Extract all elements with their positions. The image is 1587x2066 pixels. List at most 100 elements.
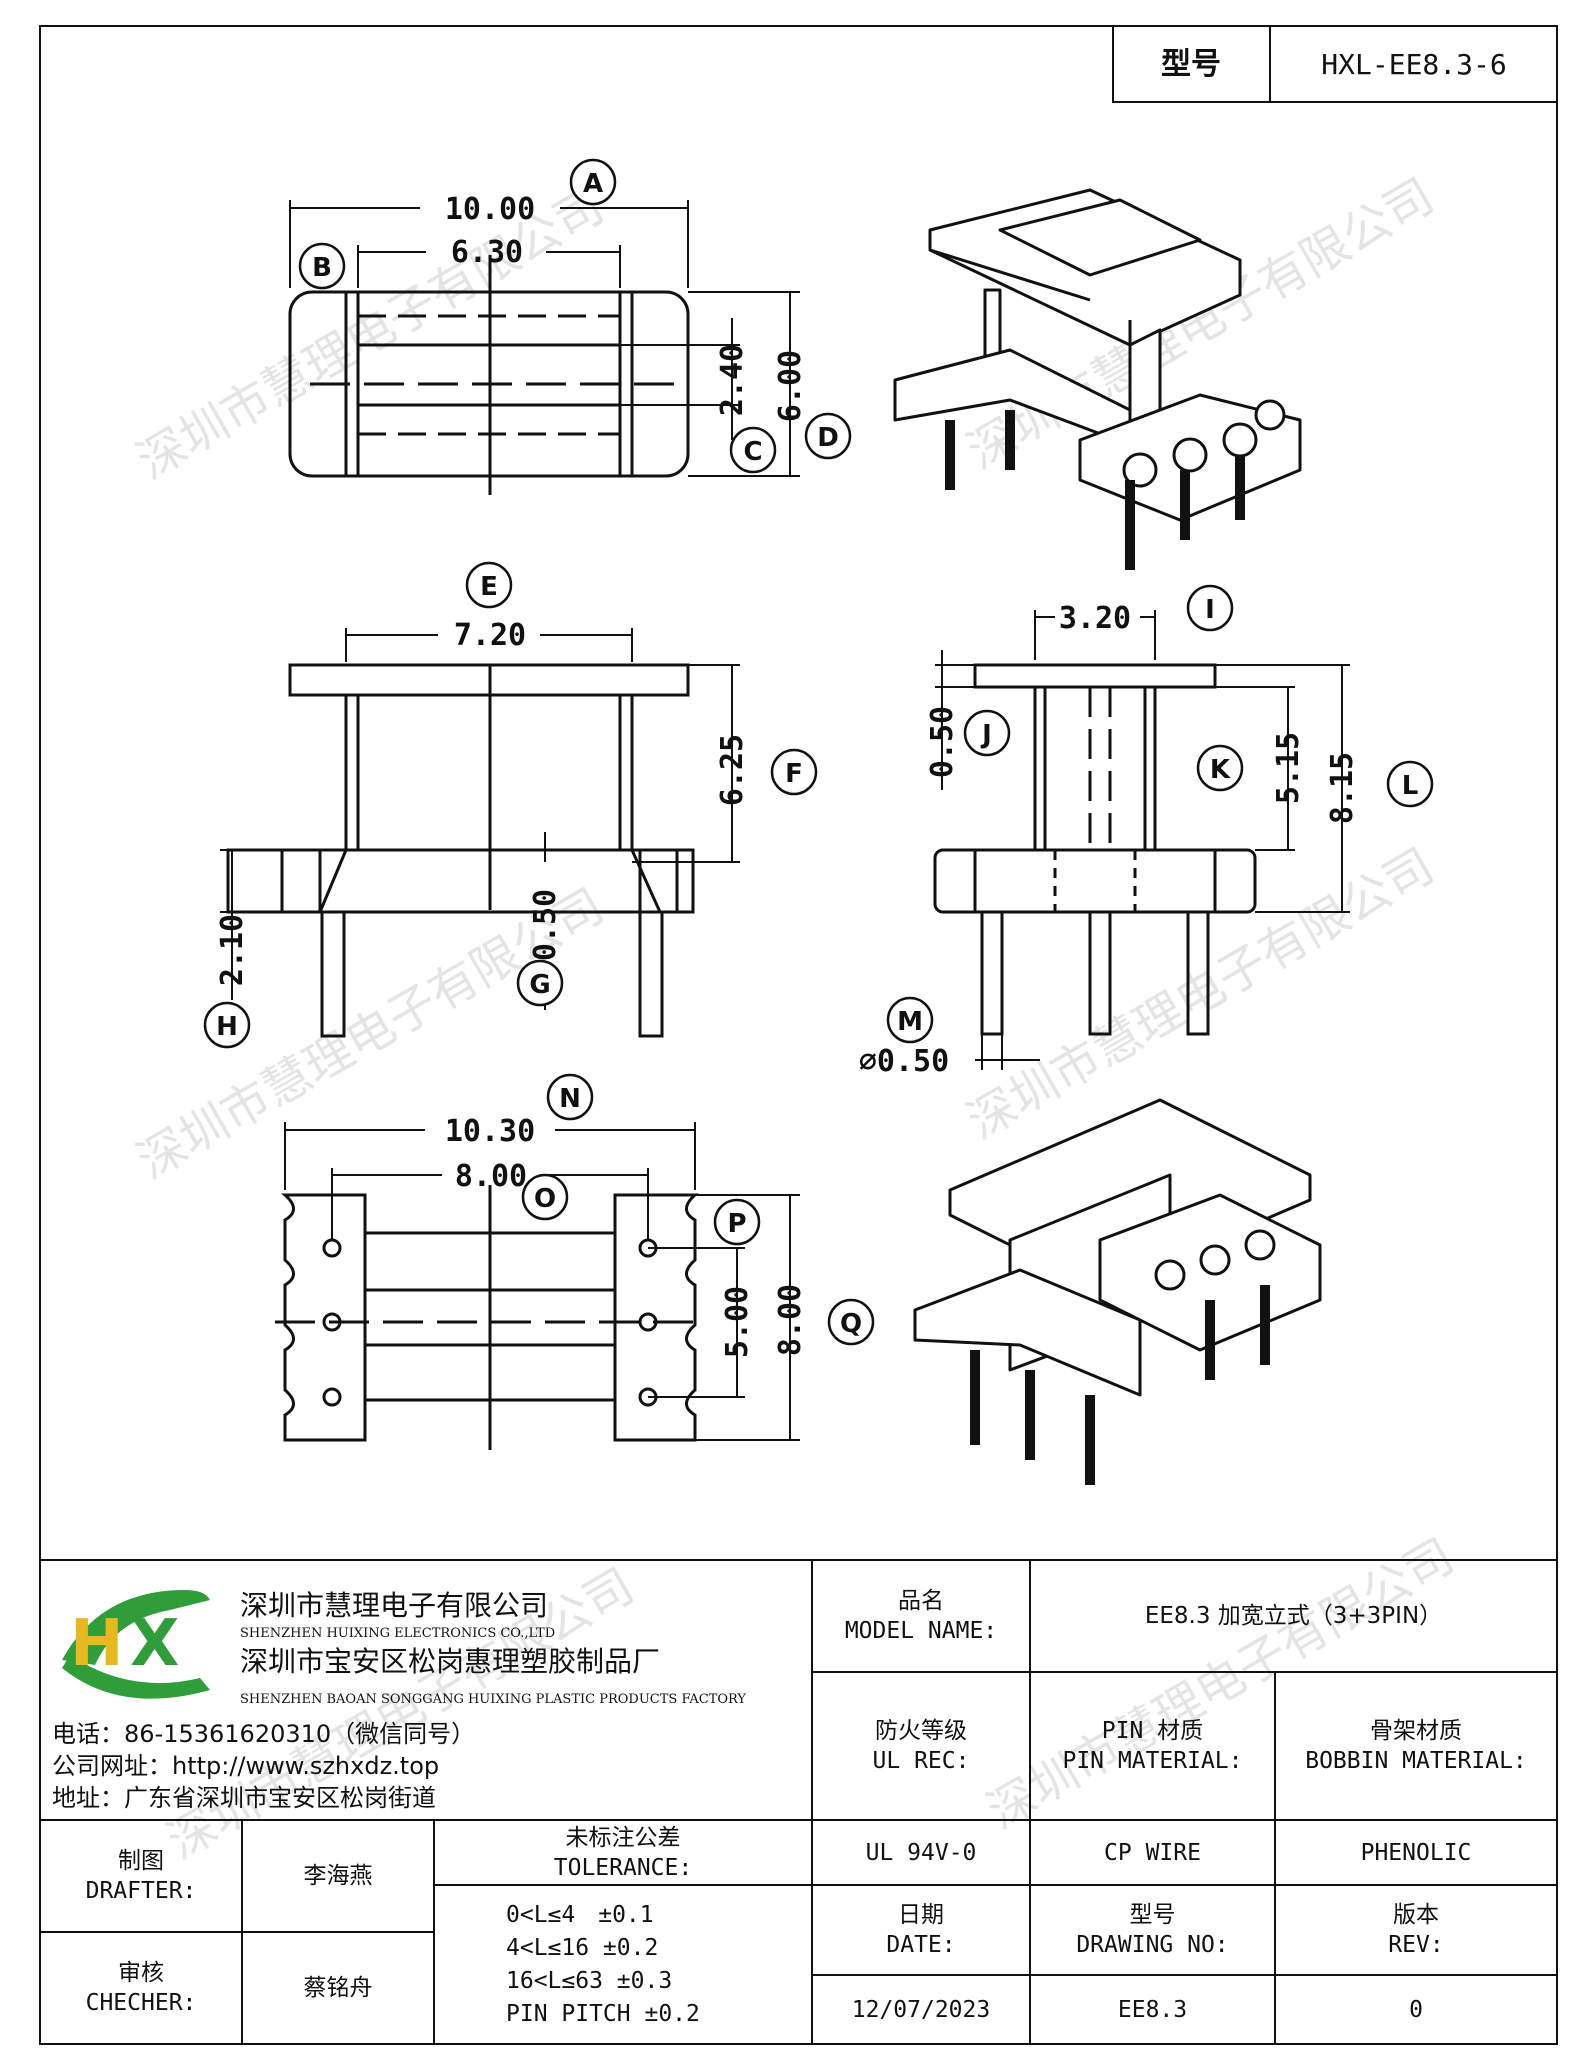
- tolerance-row: PIN PITCH ±0.2: [506, 2001, 700, 2027]
- ul-rec-label: 防火等级 UL REC:: [812, 1672, 1030, 1820]
- pin-material-label-en: PIN MATERIAL:: [1062, 1748, 1243, 1774]
- dim-l-value: 8.15: [1325, 752, 1360, 824]
- dim-m-value: ⌀0.50: [859, 1044, 949, 1079]
- checker-value: 蔡铭舟: [303, 1975, 373, 2001]
- pin-material-value: CP WIRE: [1104, 1839, 1201, 1866]
- ul-rec-value: UL 94V-0: [865, 1839, 977, 1866]
- date-label-cn: 日期: [898, 1902, 944, 1928]
- bottom-view: [275, 1122, 800, 1450]
- callout-p: P: [727, 1209, 746, 1239]
- ul-rec-label-en: UL REC:: [872, 1748, 970, 1774]
- date-label-en: DATE:: [886, 1932, 956, 1958]
- dim-n-value: 10.30: [445, 1114, 535, 1149]
- dimension-callouts: [203, 158, 1434, 1346]
- model-name-label-en: MODEL NAME:: [844, 1618, 998, 1644]
- logo-letter-x: X: [130, 1607, 179, 1681]
- callout-b: B: [312, 253, 332, 283]
- company-name-cn: 深圳市慧理电子有限公司: [240, 1589, 549, 1622]
- drawing-no-label: 型号 DRAWING NO:: [1030, 1885, 1275, 1975]
- dim-c-value: 2.40: [715, 344, 750, 416]
- dim-f-value: 6.25: [715, 734, 750, 806]
- tolerance-row: 0<L≤4 ±0.1: [506, 1902, 654, 1928]
- dim-e-value: 7.20: [454, 618, 526, 653]
- top-model-box: 型号 HXL-EE8.3-6: [1112, 25, 1558, 103]
- tolerance-label-en: TOLERANCE:: [553, 1854, 693, 1881]
- callout-letters: A B C D E F G H I J K L M N O P Q: [216, 169, 1418, 1339]
- callout-f: F: [785, 759, 803, 789]
- pin-material-label: PIN 材质 PIN MATERIAL:: [1030, 1672, 1275, 1820]
- isometric-view-bottom: [913, 1098, 1322, 1485]
- company-name-en: SHENZHEN HUIXING ELECTRONICS CO.,LTD: [240, 1626, 556, 1641]
- drawing-no-label-cn: 型号: [1129, 1902, 1176, 1928]
- bobbin-material-value: PHENOLIC: [1360, 1839, 1472, 1866]
- rev-value: 0: [1409, 1996, 1423, 2023]
- dim-h-value: 2.10: [215, 914, 250, 986]
- callout-m: M: [897, 1007, 923, 1037]
- rev-label-cn: 版本: [1393, 1902, 1439, 1928]
- callout-n: N: [559, 1084, 581, 1114]
- model-name-label: 品名 MODEL NAME:: [812, 1560, 1030, 1672]
- callout-h: H: [216, 1012, 238, 1042]
- tolerance-table: 0<L≤4 ±0.1 4<L≤16 ±0.2 16<L≤63 ±0.3 PIN …: [434, 1890, 812, 2040]
- model-name-label-cn: 品名: [898, 1588, 944, 1614]
- factory-name-en: SHENZHEN BAOAN SONGGANG HUIXING PLASTIC …: [240, 1692, 746, 1707]
- bobbin-material-label: 骨架材质 BOBBIN MATERIAL:: [1275, 1672, 1557, 1820]
- top-view: [288, 200, 800, 495]
- title-block-grid: [40, 1559, 1557, 2044]
- dim-q-value: 8.00: [773, 1284, 808, 1356]
- callout-o: O: [534, 1184, 556, 1214]
- model-name-value: EE8.3 加宽立式（3+3PIN）: [1144, 1603, 1443, 1629]
- ul-rec-label-cn: 防火等级: [875, 1718, 967, 1744]
- dim-o-value: 8.00: [455, 1159, 527, 1194]
- dim-k-value: 5.15: [1271, 732, 1306, 804]
- model-label: 型号: [1161, 47, 1221, 82]
- company-logo: H X: [62, 1590, 210, 1699]
- bobbin-material-label-cn: 骨架材质: [1370, 1718, 1462, 1744]
- checker-label-cn: 审核: [118, 1960, 164, 1986]
- tolerance-label: 未标注公差 TOLERANCE:: [434, 1820, 812, 1885]
- checker-label-en: CHECHER:: [85, 1990, 197, 2016]
- drafter-value: 李海燕: [303, 1863, 373, 1889]
- drawing-no-label-en: DRAWING NO:: [1076, 1932, 1229, 1958]
- dim-i-value: 3.20: [1059, 601, 1131, 636]
- dim-g-value: 0.50: [528, 889, 563, 961]
- rev-label-en: REV:: [1388, 1932, 1444, 1958]
- side-view: [933, 610, 1350, 1070]
- dim-d-value: 6.00: [773, 350, 808, 422]
- callout-k: K: [1210, 755, 1231, 785]
- callout-g: G: [529, 970, 550, 1000]
- dim-a-value: 10.00: [445, 192, 535, 227]
- drafter-label-en: DRAFTER:: [85, 1878, 197, 1904]
- model-value: HXL-EE8.3-6: [1321, 48, 1506, 81]
- drafter-label-cn: 制图: [118, 1848, 164, 1874]
- isometric-view-top: [893, 188, 1302, 570]
- date-value: 12/07/2023: [851, 1996, 991, 2023]
- factory-name-cn: 深圳市宝安区松岗惠理塑胶制品厂: [240, 1645, 661, 1678]
- date-label: 日期 DATE:: [812, 1885, 1030, 1975]
- tolerance-row: 4<L≤16 ±0.2: [506, 1935, 659, 1961]
- callout-i: I: [1205, 595, 1215, 625]
- watermark-1: 深圳市慧理电子有限公司: [128, 178, 613, 491]
- drafter-label: 制图 DRAFTER:: [40, 1820, 242, 1932]
- checker-label: 审核 CHECHER:: [40, 1932, 242, 2044]
- logo-letter-h: H: [70, 1607, 124, 1681]
- callout-j: J: [980, 720, 992, 750]
- dim-j-value: 0.50: [925, 706, 960, 778]
- callout-a: A: [583, 169, 603, 199]
- tolerance-label-cn: 未标注公差: [565, 1824, 681, 1851]
- bobbin-material-label-en: BOBBIN MATERIAL:: [1305, 1748, 1527, 1774]
- callout-d: D: [817, 423, 839, 453]
- company-address: 地址：广东省深圳市宝安区松岗街道: [52, 1784, 436, 1812]
- pin-material-label-cn: PIN 材质: [1101, 1718, 1204, 1744]
- rev-label: 版本 REV:: [1275, 1885, 1557, 1975]
- callout-e: E: [480, 572, 498, 602]
- callout-q: Q: [840, 1309, 862, 1339]
- callout-c: C: [743, 437, 762, 467]
- sheet-border: [39, 25, 1558, 2045]
- drawing-no-value: EE8.3: [1117, 1996, 1188, 2023]
- watermark-4: 深圳市慧理电子有限公司: [958, 838, 1443, 1151]
- dim-p-value: 5.00: [720, 1286, 755, 1358]
- callout-l: L: [1402, 771, 1419, 801]
- company-website[interactable]: 公司网址：http://www.szhxdz.top: [52, 1752, 440, 1780]
